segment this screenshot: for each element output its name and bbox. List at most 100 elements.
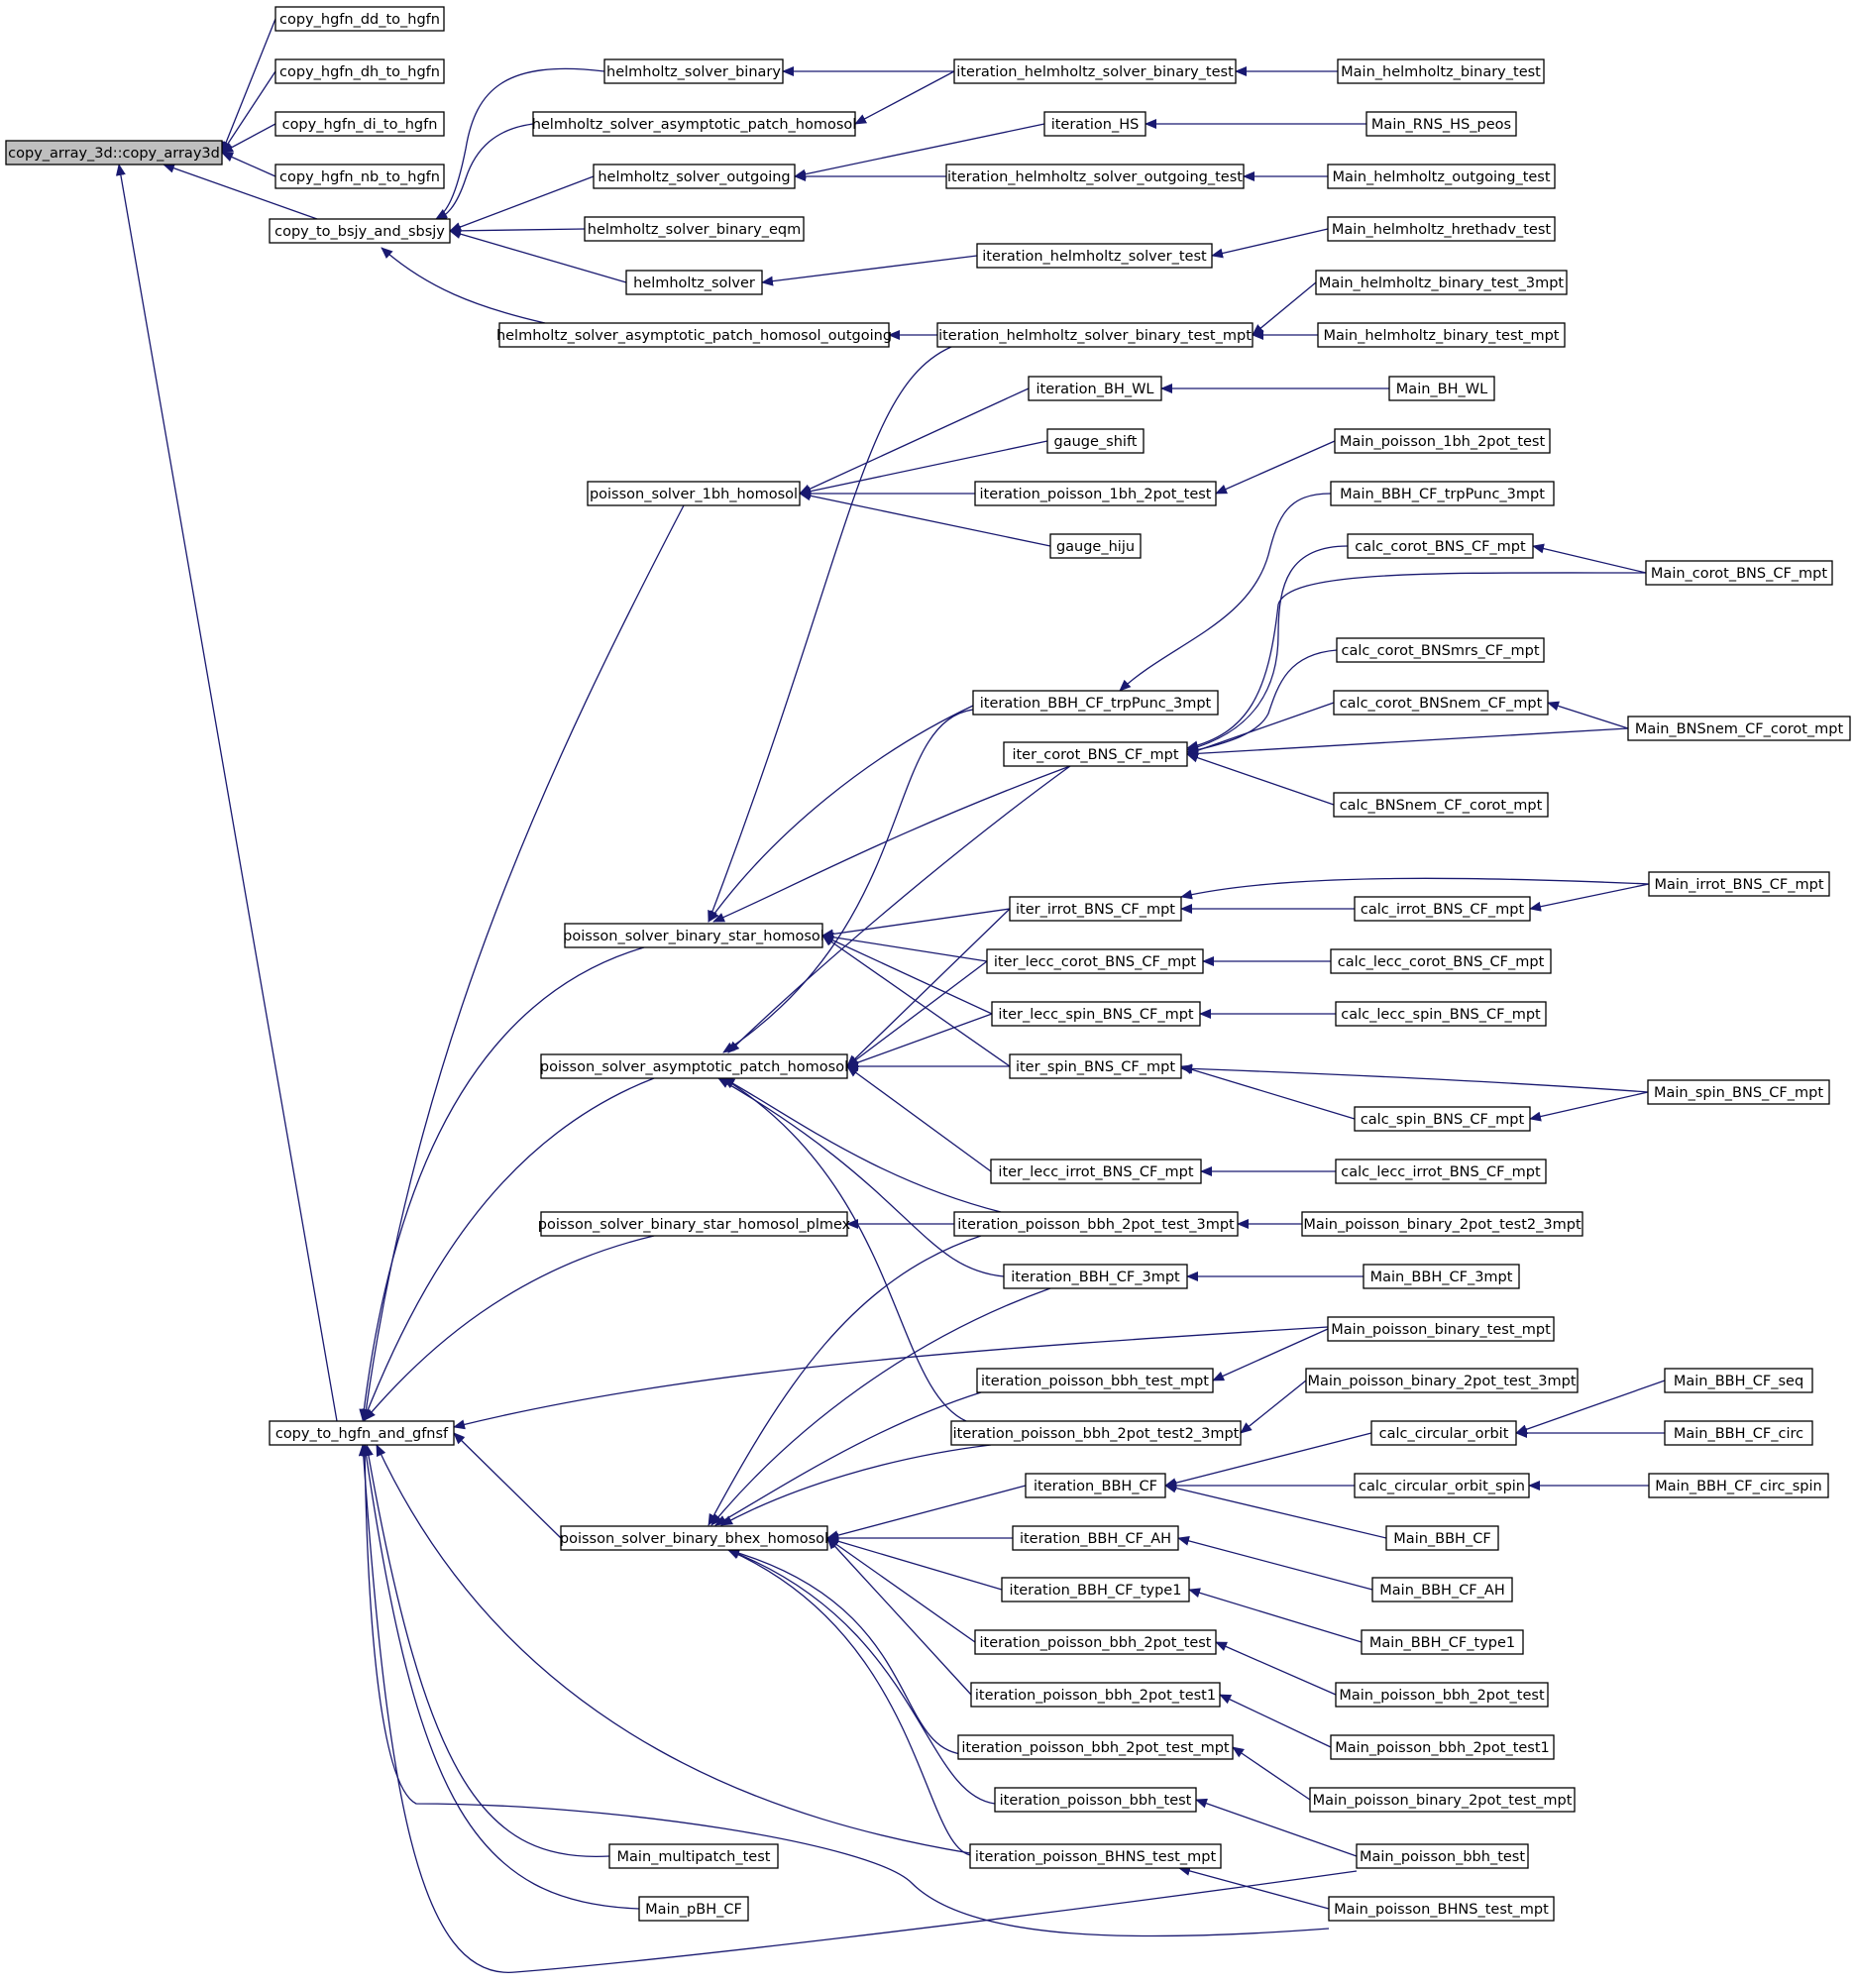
node-main-poisson-bbh-2pot-test1[interactable]: Main_poisson_bbh_2pot_test1 — [1330, 1734, 1555, 1760]
node-main-poisson-binary-2pot-test-3mpt[interactable]: Main_poisson_binary_2pot_test_3mpt — [1305, 1368, 1579, 1393]
node-iteration-poisson-bbh-2pot-test-mpt[interactable]: iteration_poisson_bbh_2pot_test_mpt — [957, 1734, 1234, 1760]
node-copy-to-hgfn-and-gfnsf[interactable]: copy_to_hgfn_and_gfnsf — [269, 1420, 455, 1446]
node-main-bbh-cf-type1[interactable]: Main_BBH_CF_type1 — [1361, 1629, 1524, 1655]
node-calc-corot-bns-cf-mpt[interactable]: calc_corot_BNS_CF_mpt — [1347, 533, 1534, 559]
node-main-bbh-cf-3mpt[interactable]: Main_BBH_CF_3mpt — [1363, 1264, 1520, 1289]
node-calc-lecc-irrot-bns-cf-mpt[interactable]: calc_lecc_irrot_BNS_CF_mpt — [1335, 1159, 1547, 1184]
node-main-helmholtz-binary-test[interactable]: Main_helmholtz_binary_test — [1337, 58, 1545, 84]
node-iter-irrot-bns-cf-mpt[interactable]: iter_irrot_BNS_CF_mpt — [1009, 896, 1182, 922]
node-main-rns-hs-peos[interactable]: Main_RNS_HS_peos — [1365, 111, 1517, 137]
node-iteration-hs[interactable]: iteration_HS — [1043, 111, 1146, 137]
edge-iteration_poisson_bbh_2pot_test-to-poisson_solver_binary_bhex_homosol — [826, 1537, 976, 1643]
node-main-spin-bns-cf-mpt[interactable]: Main_spin_BNS_CF_mpt — [1647, 1079, 1830, 1105]
node-calc-corot-bnsnem-cf-mpt[interactable]: calc_corot_BNSnem_CF_mpt — [1333, 690, 1549, 716]
node-poisson-solver-binary-star-homosol-plmex[interactable]: poisson_solver_binary_star_homosol_plmex — [538, 1211, 851, 1237]
node-iter-corot-bns-cf-mpt[interactable]: iter_corot_BNS_CF_mpt — [1003, 741, 1188, 767]
node-poisson-solver-asymptotic-patch-homosol[interactable]: poisson_solver_asymptotic_patch_homosol — [540, 1053, 848, 1079]
node-main-helmholtz-binary-test-mpt[interactable]: Main_helmholtz_binary_test_mpt — [1317, 322, 1566, 348]
node-iteration-poisson-bbh-2pot-test2-3mpt[interactable]: iteration_poisson_bbh_2pot_test2_3mpt — [950, 1420, 1242, 1446]
node-iteration-helmholtz-solver-outgoing-test[interactable]: iteration_helmholtz_solver_outgoing_test — [945, 164, 1245, 189]
node-poisson-solver-binary-bhex-homosol[interactable]: poisson_solver_binary_bhex_homosol — [560, 1525, 828, 1551]
node-iter-lecc-spin-bns-cf-mpt[interactable]: iter_lecc_spin_BNS_CF_mpt — [991, 1001, 1201, 1027]
node-main-poisson-bbh-test[interactable]: Main_poisson_bbh_test — [1356, 1843, 1529, 1869]
node-iteration-helmholtz-solver-binary-test[interactable]: iteration_helmholtz_solver_binary_test — [953, 58, 1237, 84]
edge-calc_circular_orbit-to-iteration_BBH_CF — [1164, 1432, 1372, 1489]
node-copy-hgfn-di-to-hgfn[interactable]: copy_hgfn_di_to_hgfn — [274, 111, 445, 137]
node-helmholtz-solver-binary-eqm[interactable]: helmholtz_solver_binary_eqm — [584, 216, 805, 242]
node-iteration-poisson-bbh-2pot-test-3mpt[interactable]: iteration_poisson_bbh_2pot_test_3mpt — [953, 1211, 1239, 1237]
node-main-poisson-binary-test-mpt[interactable]: Main_poisson_binary_test_mpt — [1327, 1316, 1555, 1342]
node-calc-spin-bns-cf-mpt[interactable]: calc_spin_BNS_CF_mpt — [1354, 1106, 1531, 1132]
node-main-pbh-cf[interactable]: Main_pBH_CF — [638, 1896, 749, 1922]
node-helmholtz-solver[interactable]: helmholtz_solver — [625, 270, 763, 295]
node-main-poisson-bbh-2pot-test[interactable]: Main_poisson_bbh_2pot_test — [1335, 1682, 1549, 1708]
node-iteration-bbh-cf-type1[interactable]: iteration_BBH_CF_type1 — [1001, 1577, 1190, 1602]
node-iteration-bbh-cf-3mpt[interactable]: iteration_BBH_CF_3mpt — [1003, 1264, 1188, 1289]
node-iteration-bbh-cf-ah[interactable]: iteration_BBH_CF_AH — [1012, 1525, 1179, 1551]
node-main-poisson-binary-2pot-test-mpt[interactable]: Main_poisson_binary_2pot_test_mpt — [1309, 1787, 1576, 1813]
node-iteration-poisson-bbh-test[interactable]: iteration_poisson_bbh_test — [994, 1787, 1197, 1813]
edge-layer — [115, 18, 1666, 1973]
node-iteration-helmholtz-solver-test[interactable]: iteration_helmholtz_solver_test — [976, 243, 1213, 269]
node-main-bbh-cf-circ-spin[interactable]: Main_BBH_CF_circ_spin — [1648, 1473, 1829, 1498]
node-gauge-shift[interactable]: gauge_shift — [1046, 428, 1145, 454]
node-copy-hgfn-dd-to-hgfn[interactable]: copy_hgfn_dd_to_hgfn — [274, 6, 445, 32]
node-poisson-solver-1bh-homosol[interactable]: poisson_solver_1bh_homosol — [587, 481, 801, 506]
node-main-bbh-cf-circ[interactable]: Main_BBH_CF_circ — [1664, 1420, 1813, 1446]
node-layer: copy_array_3d::copy_array3d copy_hgfn_dd_… — [5, 6, 1851, 1922]
node-poisson-solver-binary-star-homosol[interactable]: poisson_solver_binary_star_homosol — [563, 923, 824, 948]
node-iteration-poisson-bbh-test-mpt[interactable]: iteration_poisson_bbh_test_mpt — [976, 1368, 1214, 1393]
node-iteration-bh-wl[interactable]: iteration_BH_WL — [1028, 376, 1162, 401]
node-iter-lecc-irrot-bns-cf-mpt[interactable]: iter_lecc_irrot_BNS_CF_mpt — [990, 1159, 1202, 1184]
node-helmholtz-solver-binary[interactable]: helmholtz_solver_binary — [603, 58, 784, 84]
node-helmholtz-solver-asymptotic-patch-homosol[interactable]: helmholtz_solver_asymptotic_patch_homoso… — [532, 111, 857, 137]
node-iteration-poisson-bbh-2pot-test[interactable]: iteration_poisson_bbh_2pot_test — [974, 1629, 1217, 1655]
node-label: Main_BBH_CF_trpPunc_3mpt — [1340, 487, 1545, 502]
node-copy-hgfn-nb-to-hgfn[interactable]: copy_hgfn_nb_to_hgfn — [274, 164, 445, 189]
node-main-helmholtz-binary-test-3mpt[interactable]: Main_helmholtz_binary_test_3mpt — [1315, 270, 1568, 295]
node-main-helmholtz-outgoing-test[interactable]: Main_helmholtz_outgoing_test — [1327, 164, 1556, 189]
node-calc-corot-bnsmrs-cf-mpt[interactable]: calc_corot_BNSmrs_CF_mpt — [1336, 637, 1545, 663]
node-main-corot-bns-cf-mpt[interactable]: Main_corot_BNS_CF_mpt — [1645, 560, 1833, 586]
node-calc-circular-orbit-spin[interactable]: calc_circular_orbit_spin — [1354, 1473, 1530, 1498]
node-main-helmholtz-hrethadv-test[interactable]: Main_helmholtz_hrethadv_test — [1327, 216, 1556, 242]
node-calc-bnsnem-cf-corot-mpt[interactable]: calc_BNSnem_CF_corot_mpt — [1333, 792, 1549, 818]
node-gauge-hiju[interactable]: gauge_hiju — [1049, 533, 1142, 559]
node-label: gauge_shift — [1054, 434, 1138, 450]
node-label: calc_corot_BNSnem_CF_mpt — [1340, 696, 1543, 712]
node-iteration-poisson-bhns-test-mpt[interactable]: iteration_poisson_BHNS_test_mpt — [969, 1843, 1222, 1869]
node-main-poisson-1bh-2pot-test[interactable]: Main_poisson_1bh_2pot_test — [1334, 428, 1551, 454]
node-main-poisson-binary-2pot-test2-3mpt[interactable]: Main_poisson_binary_2pot_test2_3mpt — [1301, 1211, 1583, 1237]
node-copy-hgfn-dh-to-hgfn[interactable]: copy_hgfn_dh_to_hgfn — [274, 58, 445, 84]
node-calc-circular-orbit[interactable]: calc_circular_orbit — [1370, 1420, 1517, 1446]
node-main-bbh-cf-trppunc-3mpt[interactable]: Main_BBH_CF_trpPunc_3mpt — [1330, 481, 1555, 506]
node-iteration-helmholtz-solver-binary-test-mpt[interactable]: iteration_helmholtz_solver_binary_test_m… — [936, 322, 1254, 348]
node-iteration-bbh-cf-trppunc-3mpt[interactable]: iteration_BBH_CF_trpPunc_3mpt — [972, 690, 1219, 716]
node-label: Main_helmholtz_hrethadv_test — [1332, 222, 1551, 238]
node-helmholtz-solver-asymptotic-patch-homosol-outgoing[interactable]: helmholtz_solver_asymptotic_patch_homoso… — [496, 322, 892, 348]
node-main-multipatch-test[interactable]: Main_multipatch_test — [608, 1843, 779, 1869]
node-main-bbh-cf-ah[interactable]: Main_BBH_CF_AH — [1371, 1577, 1513, 1602]
node-main-irrot-bns-cf-mpt[interactable]: Main_irrot_BNS_CF_mpt — [1648, 871, 1830, 897]
node-iteration-poisson-bbh-2pot-test1[interactable]: iteration_poisson_bbh_2pot_test1 — [970, 1682, 1221, 1708]
node-helmholtz-solver-outgoing[interactable]: helmholtz_solver_outgoing — [593, 164, 796, 189]
node-main-bh-wl[interactable]: Main_BH_WL — [1388, 376, 1495, 401]
node-main-bbh-cf-seq[interactable]: Main_BBH_CF_seq — [1664, 1368, 1813, 1393]
edge-iter_lecc_irrot_BNS_CF_mpt-to-poisson_solver_asymptotic_patch_homosol — [846, 1065, 992, 1172]
node-iteration-poisson-1bh-2pot-test[interactable]: iteration_poisson_1bh_2pot_test — [974, 481, 1217, 506]
node-main-bnsnem-cf-corot-mpt[interactable]: Main_BNSnem_CF_corot_mpt — [1627, 716, 1851, 741]
node-box — [957, 1734, 1234, 1760]
node-calc-irrot-bns-cf-mpt[interactable]: calc_irrot_BNS_CF_mpt — [1354, 896, 1531, 922]
node-label: Main_multipatch_test — [617, 1849, 771, 1865]
node-iteration-bbh-cf[interactable]: iteration_BBH_CF — [1025, 1473, 1166, 1498]
node-main-poisson-bhns-test-mpt[interactable]: Main_poisson_BHNS_test_mpt — [1328, 1896, 1555, 1922]
node-iter-spin-bns-cf-mpt[interactable]: iter_spin_BNS_CF_mpt — [1009, 1053, 1182, 1079]
edge-iteration_helmholtz_solver_binary_test-to-helmholtz_solver_asymptotic_patch_homosol — [854, 70, 955, 125]
node-main-bbh-cf[interactable]: Main_BBH_CF — [1385, 1525, 1499, 1551]
node-iter-lecc-corot-bns-cf-mpt[interactable]: iter_lecc_corot_BNS_CF_mpt — [986, 948, 1204, 974]
edge-Main_spin_BNS_CF_mpt-to-iter_spin_BNS_CF_mpt — [1180, 1063, 1649, 1093]
node-calc-lecc-spin-bns-cf-mpt[interactable]: calc_lecc_spin_BNS_CF_mpt — [1335, 1001, 1547, 1027]
node-calc-lecc-corot-bns-cf-mpt[interactable]: calc_lecc_corot_BNS_CF_mpt — [1330, 948, 1552, 974]
node-copy-array-3d-copy-array3d[interactable]: copy_array_3d::copy_array3d — [5, 140, 223, 166]
node-copy-to-bsjy-and-sbsjy[interactable]: copy_to_bsjy_and_sbsjy — [269, 218, 451, 244]
